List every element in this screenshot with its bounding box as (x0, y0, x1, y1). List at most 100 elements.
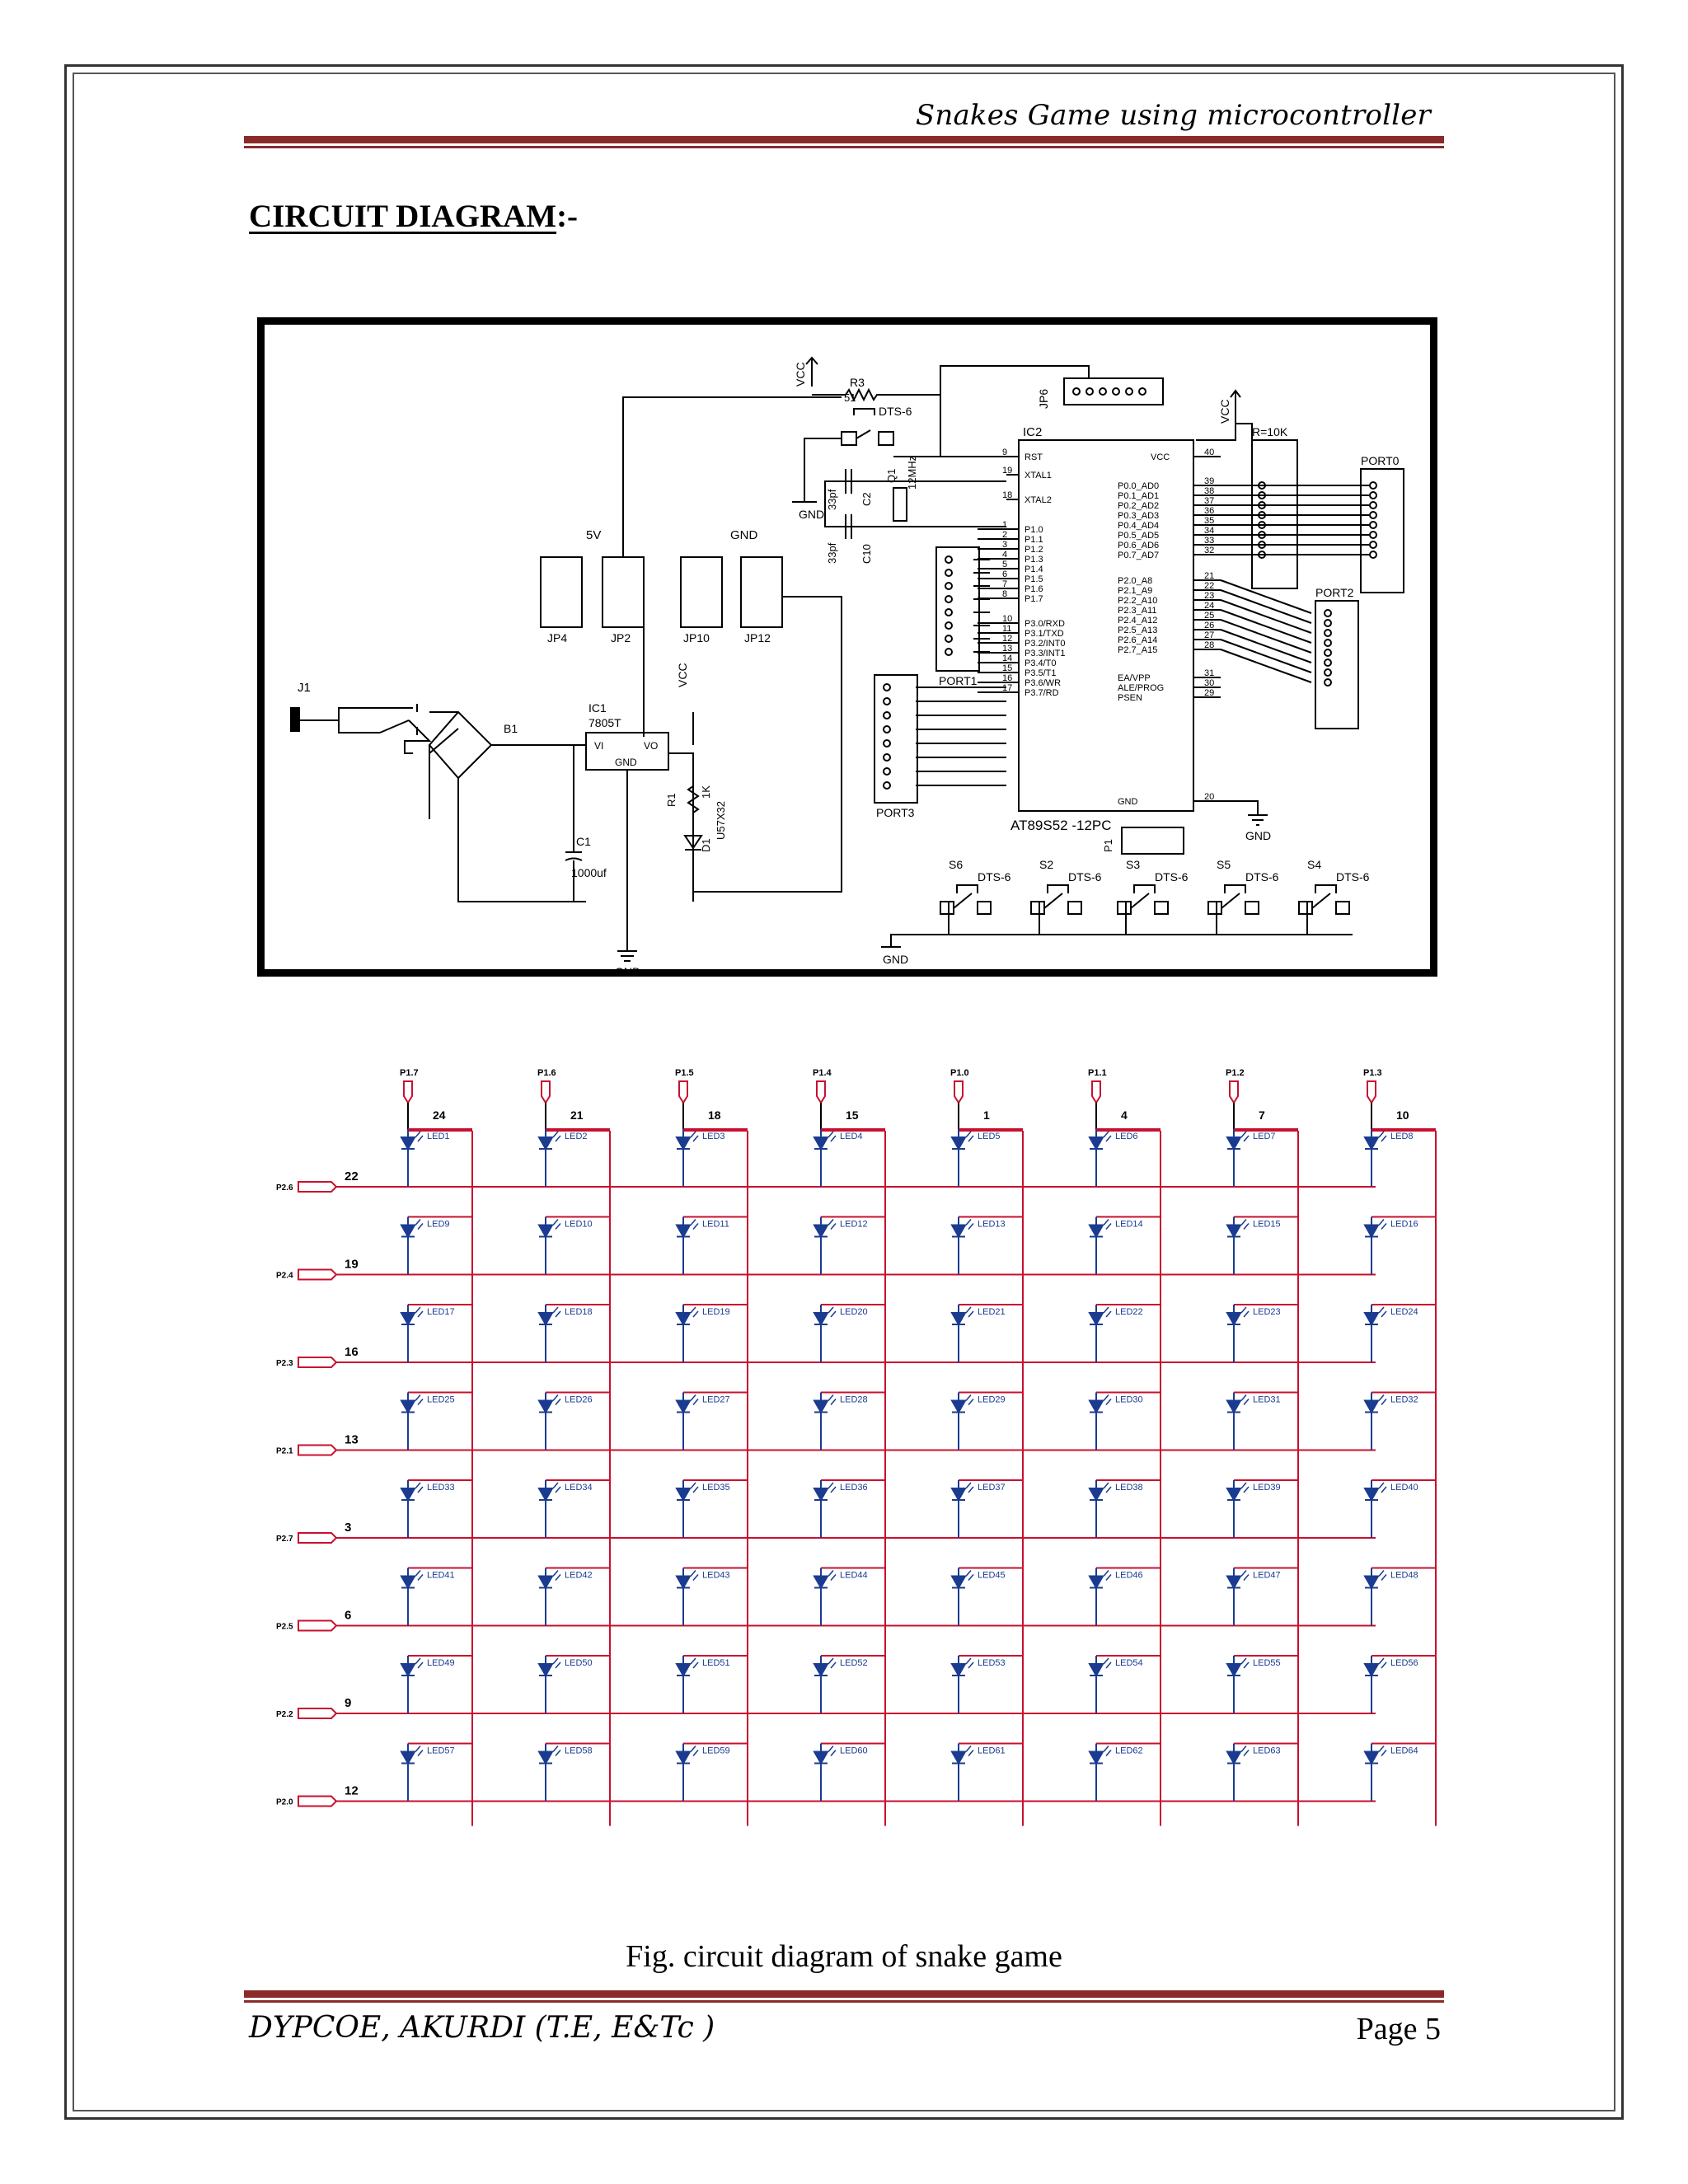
header-pin (1258, 491, 1266, 499)
row-pin-number: 22 (345, 1169, 359, 1183)
row-port-label: P2.6 (276, 1183, 293, 1193)
led (950, 1129, 967, 1187)
header-pin (1369, 481, 1377, 490)
header-pin (883, 683, 891, 691)
led (1088, 1480, 1104, 1538)
led (400, 1392, 416, 1451)
mcu-pin-number: 23 (1204, 591, 1214, 601)
led (537, 1568, 554, 1626)
mcu-pin-name: P1.1 (1025, 535, 1043, 545)
mcu-pin-number: 7 (1002, 579, 1007, 589)
mcu-pin-number: 2 (1002, 530, 1007, 540)
mcu-pin-number: 40 (1204, 448, 1214, 457)
mcu-pin-number: 30 (1204, 678, 1214, 688)
mcu-pin-number: 19 (1002, 466, 1012, 476)
mcu-pin-name: P1.7 (1025, 594, 1043, 604)
jp2-label: JP2 (611, 631, 631, 644)
mcu-pin-name: P2.5_A13 (1118, 626, 1157, 635)
header-pin (883, 781, 891, 790)
mcu-pin-number: 29 (1204, 688, 1214, 698)
row-port-label: P2.7 (276, 1535, 293, 1544)
header-pin (1369, 491, 1377, 499)
row-port-connector (298, 1795, 338, 1807)
mcu-pin-name: XTAL1 (1025, 471, 1052, 480)
mcu-pin-name: P2.6_A14 (1118, 635, 1157, 645)
led (950, 1743, 967, 1802)
mcu-pin-number: 9 (1002, 448, 1007, 457)
mcu-pin-name: P1.3 (1025, 555, 1043, 565)
led (675, 1216, 692, 1275)
mcu-pin-name: P3.6/WR (1025, 678, 1061, 688)
section-heading-text: CIRCUIT DIAGRAM (249, 199, 557, 234)
led (537, 1305, 554, 1362)
led (813, 1743, 829, 1802)
led-label: LED60 (840, 1746, 868, 1756)
b1-label: B1 (504, 722, 518, 735)
led (537, 1129, 554, 1187)
page-border-outer (64, 64, 1624, 2120)
led (1363, 1392, 1380, 1451)
port0-label: PORT0 (1361, 454, 1400, 467)
mcu-pin-name: P2.1_A9 (1118, 586, 1152, 596)
mcu-pin-number: 5 (1002, 560, 1007, 569)
header-pin (1324, 678, 1332, 687)
mcu-pin-name: P3.5/T1 (1025, 668, 1057, 678)
jp6-header (1063, 377, 1164, 405)
led-label: LED45 (978, 1571, 1006, 1581)
row-pin-number: 3 (345, 1521, 351, 1535)
footer-rule (244, 1990, 1444, 2003)
mcu-pin-name: P0.4_AD4 (1118, 521, 1159, 531)
vcc-label-top: VCC (794, 362, 807, 387)
row-port-label: P2.5 (276, 1623, 293, 1632)
header-pin (1125, 387, 1133, 396)
led (400, 1480, 416, 1538)
header-pin (883, 711, 891, 719)
mcu-pin-number: 24 (1204, 601, 1214, 611)
led-label: LED25 (427, 1395, 455, 1405)
row-port-connector (298, 1268, 338, 1281)
led-label: LED54 (1115, 1658, 1143, 1668)
mcu-pin-number: 26 (1204, 621, 1214, 630)
column-port-connector (403, 1080, 413, 1104)
vcc-label-right: VCC (1218, 399, 1231, 424)
led (400, 1129, 416, 1187)
led (1088, 1216, 1104, 1275)
led-label: LED27 (702, 1395, 730, 1405)
led-label: LED14 (1115, 1220, 1143, 1230)
switch-type-label: DTS-6 (1245, 870, 1279, 883)
led (1226, 1129, 1242, 1187)
led (400, 1216, 416, 1275)
mcu-pin-name: P2.7_A15 (1118, 645, 1157, 655)
mcu-pin-name: P2.0_A8 (1118, 576, 1152, 586)
row-port-label: P2.1 (276, 1447, 293, 1456)
column-pin-number: 10 (1396, 1108, 1409, 1122)
led-label: LED63 (1253, 1746, 1281, 1756)
mcu-pin-name: PSEN (1118, 693, 1142, 703)
header-pin (945, 635, 953, 643)
row-pin-number: 9 (345, 1696, 351, 1710)
mcu-pin-number: 28 (1204, 640, 1214, 650)
led (675, 1568, 692, 1626)
led-label: LED46 (1115, 1571, 1143, 1581)
row-port-connector (298, 1532, 338, 1544)
gnd-label-jp: GND (730, 528, 758, 542)
header-pin (1072, 387, 1081, 396)
led-label: LED6 (1115, 1132, 1138, 1141)
led-label: LED7 (1253, 1132, 1276, 1141)
led (675, 1656, 692, 1713)
led-label: LED5 (978, 1132, 1001, 1141)
led-label: LED40 (1390, 1483, 1418, 1493)
switch-type-label: DTS-6 (978, 870, 1011, 883)
header-pin (1324, 629, 1332, 637)
mcu-pin-number: 32 (1204, 546, 1214, 555)
r1-value: 1K (700, 785, 712, 799)
led-label: LED35 (702, 1483, 730, 1493)
column-port-label: P1.3 (1363, 1068, 1382, 1078)
r1-label: R1 (665, 793, 678, 807)
mcu-pin-name: GND (1118, 797, 1138, 807)
row-port-label: P2.2 (276, 1710, 293, 1719)
led (1226, 1480, 1242, 1538)
led (813, 1480, 829, 1538)
